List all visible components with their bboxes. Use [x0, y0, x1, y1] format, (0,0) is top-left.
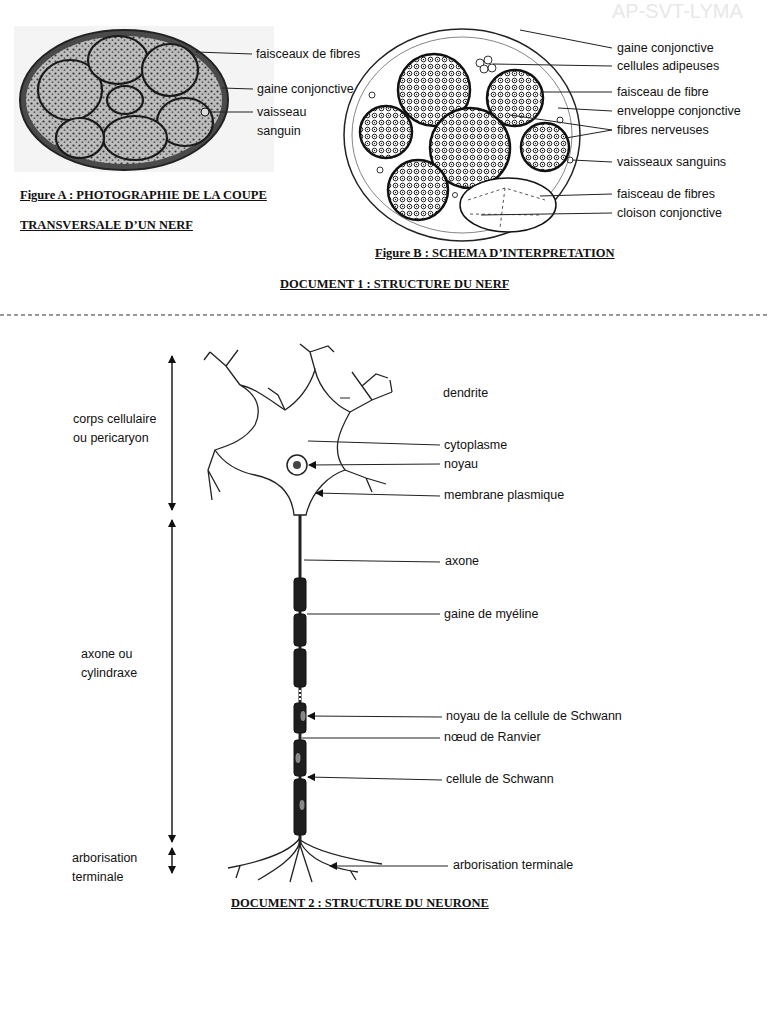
range-label: corps cellulaire ou pericaryon: [73, 410, 173, 448]
leader-lines: [481, 30, 612, 215]
nerve-schema: [344, 29, 580, 241]
part-label: cellules adipeuses: [617, 57, 719, 76]
part-label: enveloppe conjonctive: [617, 102, 741, 121]
range-label: arborisation terminale: [72, 849, 152, 887]
part-label: axone: [445, 552, 479, 571]
figure-caption: Figure B : SCHEMA D’INTERPRETATION: [375, 244, 615, 263]
part-label: membrane plasmique: [444, 486, 564, 505]
part-label: faisceau de fibres: [617, 185, 715, 204]
separator: [0, 315, 768, 316]
part-label: fibres nerveuses: [617, 121, 709, 140]
part-label: cloison conjonctive: [617, 204, 722, 223]
leader-lines: [196, 52, 253, 112]
range-arrows: [171, 356, 172, 873]
part-label: vaisseau sanguin: [257, 103, 319, 141]
watermark: AP-SVT-LYMA: [612, 2, 743, 21]
part-label: gaine conjonctive: [257, 80, 354, 99]
part-label: noyau de la cellule de Schwann: [446, 707, 622, 726]
part-label: gaine conjonctive: [617, 39, 714, 58]
part-label: arborisation terminale: [453, 856, 573, 875]
document-title: DOCUMENT 1 : STRUCTURE DU NERF: [280, 275, 509, 294]
part-label: noyau: [444, 455, 478, 474]
part-label: gaine de myéline: [444, 605, 539, 624]
document-title: DOCUMENT 2 : STRUCTURE DU NEURONE: [231, 894, 489, 913]
figure-caption: Figure A : PHOTOGRAPHIE DE LA COUPE TRAN…: [20, 180, 292, 240]
part-label: nœud de Ranvier: [444, 728, 541, 747]
leader-lines: [302, 398, 448, 866]
part-label: vaisseaux sanguins: [617, 153, 726, 172]
nerve-photo: [14, 26, 274, 172]
part-label: faisceaux de fibres: [256, 45, 360, 64]
part-label: cytoplasme: [444, 436, 507, 455]
range-label: axone ou cylindraxe: [81, 645, 156, 683]
part-label: cellule de Schwann: [446, 770, 554, 789]
part-label: faisceau de fibre: [617, 83, 709, 102]
part-label: dendrite: [443, 384, 488, 403]
neuron-drawing: [204, 344, 392, 882]
